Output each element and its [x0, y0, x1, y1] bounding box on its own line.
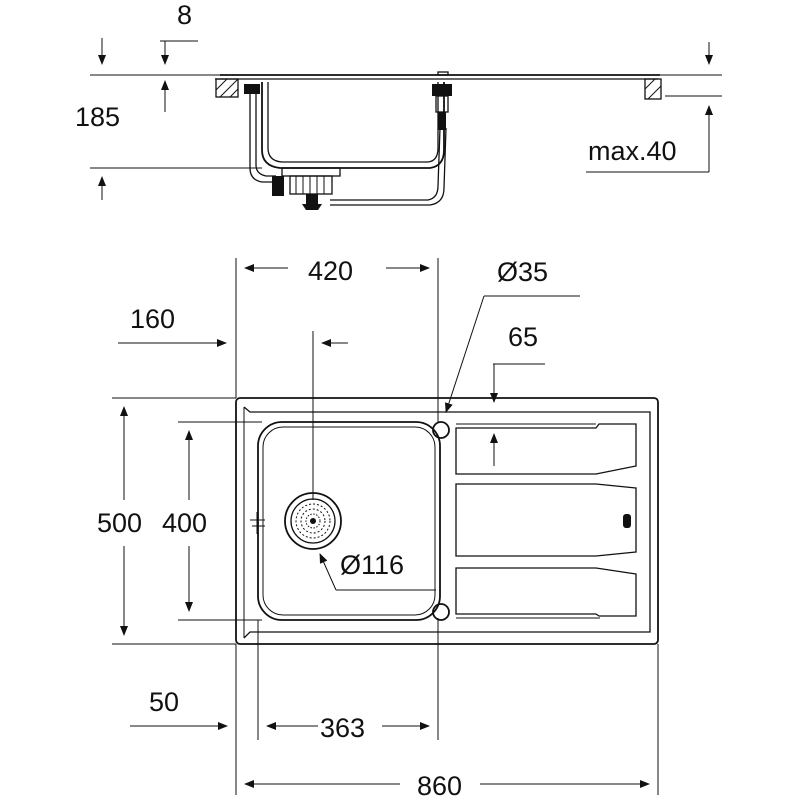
- drainer-notch: [623, 514, 631, 528]
- drain-cable: [330, 127, 441, 201]
- bowl-outline: [257, 421, 441, 621]
- dim-label-faucet-hole: Ø35: [497, 257, 548, 287]
- sink-outer-rim: [235, 397, 659, 645]
- overflow-fitting: [244, 84, 260, 94]
- dim-label-400: 400: [162, 508, 207, 538]
- overflow-marker: [250, 512, 265, 534]
- dim-label-185: 185: [75, 102, 120, 132]
- bowl-profile: [261, 82, 445, 169]
- top-view: 420 Ø35 160 65 500 400 Ø116: [97, 256, 659, 800]
- dim-label-160: 160: [130, 304, 175, 334]
- faucet-hole-icon: [432, 421, 450, 439]
- waste-knob: [432, 71, 452, 130]
- waste-knob-hole-icon: [432, 603, 450, 621]
- dim-label-500: 500: [97, 508, 142, 538]
- dim-label-860: 860: [417, 771, 462, 800]
- dim-label-max40: max.40: [588, 136, 677, 166]
- drainer-area: [455, 423, 637, 619]
- counter-hatch-left: [215, 78, 239, 98]
- counter-hatch-right: [644, 78, 662, 100]
- dim-label-363: 363: [320, 713, 365, 743]
- side-view: 8 185 max.40: [75, 0, 722, 210]
- dim-label-drain: Ø116: [340, 550, 404, 580]
- dim-label-50: 50: [149, 687, 179, 717]
- dim-label-8: 8: [177, 0, 192, 30]
- drain-fitting: [272, 167, 341, 210]
- dim-label-65: 65: [508, 322, 538, 352]
- drain-strainer: [284, 492, 342, 550]
- dim-label-420: 420: [308, 256, 353, 286]
